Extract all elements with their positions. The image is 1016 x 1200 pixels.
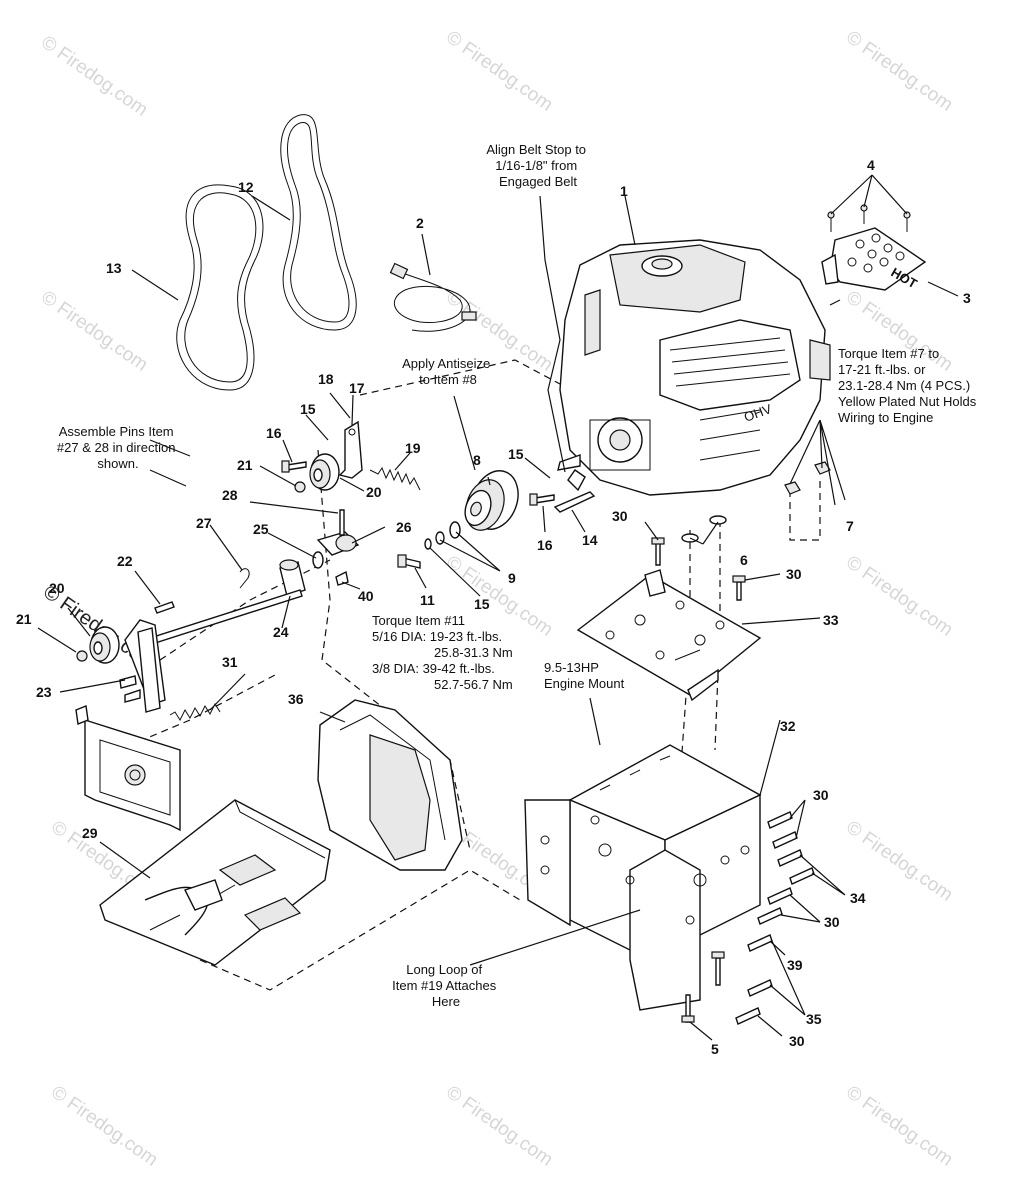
annotation-notes: Align Belt Stop to 1/16-1/8" from Engage… <box>57 142 980 1009</box>
callout-20a: 20 <box>366 484 382 500</box>
callout-6: 6 <box>740 552 748 568</box>
note-long-loop: Long Loop of Item #19 Attaches Here <box>392 962 500 1009</box>
watermark: © Firedog.com <box>37 287 151 376</box>
frame-32 <box>524 744 762 1011</box>
callout-14: 14 <box>582 532 598 548</box>
callout-31: 31 <box>222 654 238 670</box>
watermark: © Firedog.com <box>442 1082 556 1171</box>
callout-15c: 15 <box>300 401 316 417</box>
bracket-26 <box>316 531 360 556</box>
callout-30e: 30 <box>789 1033 805 1049</box>
callout-28: 28 <box>222 487 238 503</box>
idler-pulley-20 <box>309 453 340 491</box>
callout-40: 40 <box>358 588 374 604</box>
engine-mount-plate-33 <box>576 569 762 702</box>
callout-22: 22 <box>117 553 133 569</box>
callout-1: 1 <box>620 183 628 199</box>
assembly-lines <box>94 359 821 991</box>
belt-cover-36 <box>317 699 463 871</box>
callout-2: 2 <box>416 215 424 231</box>
belt-stop-14 <box>553 469 596 513</box>
callout-32: 32 <box>780 718 796 734</box>
pin-28 <box>339 509 345 536</box>
note-antiseize: Apply Antiseize to Item #8 <box>402 356 494 387</box>
watermark: © Firedog.com <box>842 27 956 116</box>
idler-arm-17 <box>338 420 363 479</box>
callout-19: 19 <box>405 440 421 456</box>
clip-40 <box>335 570 349 586</box>
callout-15b: 15 <box>474 596 490 612</box>
callout-15a: 15 <box>508 446 524 462</box>
shaft-assembly <box>76 589 303 713</box>
callout-13: 13 <box>106 260 122 276</box>
spacer-24 <box>279 559 306 597</box>
spring-31 <box>169 702 221 722</box>
callout-35: 35 <box>806 1011 822 1027</box>
callout-26: 26 <box>396 519 412 535</box>
callout-4: 4 <box>867 157 875 173</box>
callout-27: 27 <box>196 515 212 531</box>
watermark: © Firedog.com <box>442 27 556 116</box>
callout-21a: 21 <box>237 457 253 473</box>
callout-33: 33 <box>823 612 839 628</box>
note-torque-11: Torque Item #11 5/16 DIA: 19-23 ft.-lbs.… <box>372 613 516 692</box>
cable-2 <box>389 262 477 332</box>
callout-12: 12 <box>238 179 254 195</box>
bolt-16 <box>529 493 555 506</box>
callout-16a: 16 <box>537 537 553 553</box>
callout-30c: 30 <box>813 787 829 803</box>
callout-17: 17 <box>349 380 365 396</box>
pulley-8 <box>464 470 519 531</box>
watermark: © Firedog.com <box>842 552 956 641</box>
pin-27 <box>239 568 250 589</box>
callout-36: 36 <box>288 691 304 707</box>
callout-labels: 1 2 3 4 5 6 7 8 9 11 12 13 14 15 15 15 1… <box>16 157 971 1057</box>
callout-21b: 21 <box>16 611 32 627</box>
callout-7: 7 <box>846 518 854 534</box>
callout-3: 3 <box>963 290 971 306</box>
drive-plate <box>75 705 181 832</box>
callout-30d: 30 <box>824 914 840 930</box>
washers-9 <box>424 521 461 550</box>
callout-29: 29 <box>82 825 98 841</box>
watermark: © Firedog.com <box>37 32 151 121</box>
callout-16b: 16 <box>266 425 282 441</box>
washer-25 <box>312 551 324 569</box>
belt-12 <box>280 114 357 331</box>
note-torque-7: Torque Item #7 to 17-21 ft.-lbs. or 23.1… <box>838 346 980 425</box>
callout-25: 25 <box>253 521 269 537</box>
callout-30b: 30 <box>786 566 802 582</box>
callout-11: 11 <box>420 592 435 608</box>
heat-shield-3: HOT <box>821 204 927 291</box>
nut-21 <box>294 481 306 493</box>
note-engine-mount: 9.5-13HP Engine Mount <box>544 660 625 691</box>
note-assemble-pins: Assemble Pins Item #27 & 28 in direction… <box>57 424 179 471</box>
callout-8: 8 <box>473 452 481 468</box>
callout-34: 34 <box>850 890 866 906</box>
callout-24: 24 <box>273 624 289 640</box>
bolts-group <box>651 461 831 1025</box>
callout-9: 9 <box>508 570 516 586</box>
watermark: © Firedog.com <box>842 1082 956 1171</box>
watermarks: © Firedog.com © Firedog.com © Firedog.co… <box>37 27 956 1171</box>
bolt-16b <box>281 460 307 473</box>
note-align-belt: Align Belt Stop to 1/16-1/8" from Engage… <box>486 142 589 189</box>
spring-19 <box>369 466 421 491</box>
leader-lines <box>37 174 959 1041</box>
bolt-11 <box>397 554 421 569</box>
callout-18: 18 <box>318 371 334 387</box>
watermark: © Firedog.com <box>47 1082 161 1171</box>
belt-13 <box>176 184 264 391</box>
engine-1: OHV <box>557 239 831 496</box>
callout-23: 23 <box>36 684 52 700</box>
callout-20b: 20 <box>49 580 65 596</box>
callout-30a: 30 <box>612 508 628 524</box>
callout-5: 5 <box>711 1041 719 1057</box>
bottom-panel-29 <box>99 799 331 966</box>
callout-39: 39 <box>787 957 803 973</box>
